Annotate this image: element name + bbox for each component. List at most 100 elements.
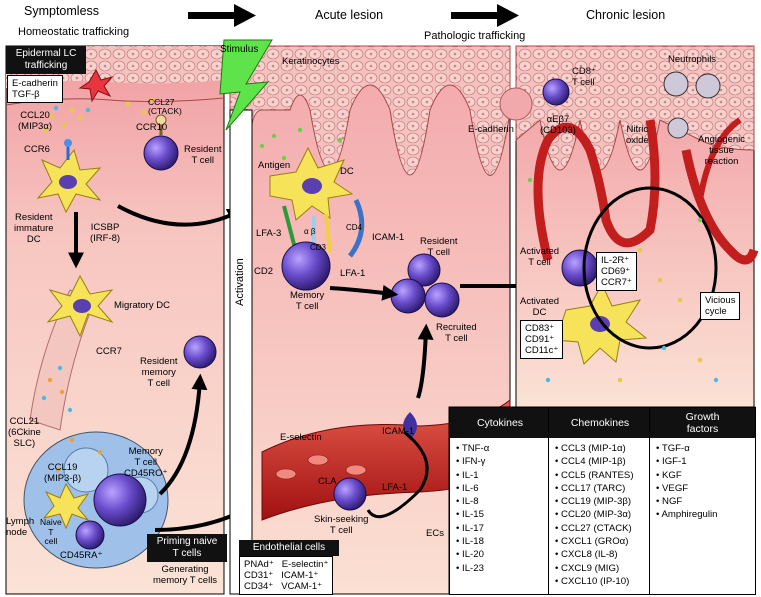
cla-label: CLA [318, 476, 337, 487]
skin-seeking-label: Skin-seeking T cell [314, 514, 369, 536]
cytokines-item: IL-8 [456, 495, 550, 508]
vicious-cycle-label: Vicious cycle [700, 292, 741, 320]
chemokines-title: Chemokines [549, 408, 651, 438]
ccr10-label: CCR10 [136, 122, 168, 133]
stage-arrow-2 [451, 4, 519, 27]
growth-item: TGF-α [656, 442, 755, 455]
angiogenic-label: Angiogenic tissue reaction [698, 134, 746, 167]
generating-memory-label: Generating memory T cells [153, 564, 218, 586]
ecs-label: ECs [426, 528, 444, 539]
e-cadherin-label: E-cadherin [468, 124, 514, 135]
cytokines-item: IL-20 [456, 548, 550, 561]
ae-b7-label: αEβ7 (CD103) [540, 114, 576, 136]
chemokines-table: Chemokines CCL3 (MIP-1α)CCL4 (MIP-1β)CCL… [548, 407, 652, 595]
cd4-label: CD4 [346, 223, 363, 232]
ccl20-label: CCL20 (MIP3α) [18, 110, 52, 132]
growth-item: Amphiregulin [656, 508, 755, 521]
endothelial-markers: PNAd⁺ E-selectin⁺ CD31⁺ ICAM-1⁺ CD34⁺ VC… [239, 556, 334, 595]
lymph-node-label: Lymph node [6, 516, 35, 538]
activated-dc-label: Activated DC [520, 296, 560, 318]
chemokines-item: CCL27 (CTACK) [555, 522, 651, 535]
ab-label: α β [304, 227, 316, 236]
chemokines-item: CCL5 (RANTES) [555, 469, 651, 482]
cytokines-item: IL-15 [456, 508, 550, 521]
growth-item: NGF [656, 495, 755, 508]
left-panel [5, 45, 274, 595]
cytokines-item: IL-6 [456, 482, 550, 495]
subheader-homeostatic: Homeostatic trafficking [18, 26, 130, 38]
lfa1-vessel-label: LFA-1 [382, 482, 408, 493]
cd45ra-label: CD45RA⁺ [60, 550, 103, 561]
chemokines-item: CCL20 (MIP-3α) [555, 508, 651, 521]
chemokines-item: CCL17 (TARC) [555, 482, 651, 495]
cytokines-list: TNF-αIFN-γIL-1IL-6IL-8IL-15IL-17IL-18IL-… [450, 442, 550, 575]
ecadherin-tgfb-box: E-cadherin TGF-β [7, 75, 63, 103]
cytokines-item: IL-17 [456, 522, 550, 535]
resident-immature-dc-label: Resident immature DC [14, 212, 54, 245]
icam1-label: ICAM-1 [372, 232, 405, 243]
stage-arrow-1 [188, 4, 256, 27]
neutrophils-label: Neutrophils [668, 54, 717, 65]
epidermal-lc-box: Epidermal LC trafficking [6, 46, 86, 74]
antigen-label: Antigen [258, 160, 291, 171]
naive-t-label: Naive T cell [40, 517, 62, 546]
chemokines-item: CXCL10 (IP-10) [555, 575, 651, 588]
icam1-vessel-label: ICAM-1 [382, 426, 415, 437]
activated-t-markers: IL-2R⁺ CD69⁺ CCR7⁺ [596, 252, 637, 291]
icsbp-label: ICSBP (IRF-8) [90, 222, 121, 244]
subheader-pathologic: Pathologic trafficking [424, 30, 526, 42]
memory-t-label: Memory T cell CD45RO⁺ [124, 446, 168, 479]
migratory-dc-label: Migratory DC [114, 300, 170, 311]
stimulus-bolt [219, 39, 273, 131]
chemokines-item: CXCL1 (GROα) [555, 535, 651, 548]
activation-label: Activation [234, 258, 246, 306]
middle-panel [229, 45, 549, 595]
cytokines-item: IL-18 [456, 535, 550, 548]
cytokines-item: TNF-α [456, 442, 550, 455]
dc-label: DC [340, 166, 354, 177]
stage-chronic: Chronic lesion [586, 8, 666, 22]
chemokines-item: CCL3 (MIP-1α) [555, 442, 651, 455]
nitric-oxide-label: Nitric oxide [626, 124, 649, 146]
ccl21-label: CCL21 (6Ckine SLC) [8, 416, 41, 449]
stage-symptomless: Symptomless [24, 4, 100, 18]
cytokines-title: Cytokines [450, 408, 550, 438]
chemokines-list: CCL3 (MIP-1α)CCL4 (MIP-1β)CCL5 (RANTES)C… [549, 442, 651, 588]
resident-memory-label: Resident memory T cell [140, 356, 178, 389]
cd2-label: CD2 [254, 266, 274, 277]
lfa1-label: LFA-1 [340, 268, 366, 279]
stimulus-label: Stimulus [220, 44, 259, 55]
memory-t-mid-label: Memory T cell [290, 290, 325, 312]
cd3-label: CD3 [310, 243, 327, 252]
growth-item: KGF [656, 469, 755, 482]
ccl27-label: CCL27 (CTACK) [148, 97, 182, 116]
resident-t-label: Resident T cell [184, 144, 222, 166]
chemokines-item: CCL4 (MIP-1β) [555, 455, 651, 468]
e-selectin-label: E-selectin [280, 432, 322, 443]
chemokines-item: CXCL8 (IL-8) [555, 548, 651, 561]
growth-factors-table: Growth factors TGF-αIGF-1KGFVEGFNGFAmphi… [649, 407, 756, 595]
activated-dc-markers: CD83⁺ CD91⁺ CD11c⁺ [520, 320, 564, 359]
chemokines-item: CCL19 (MIP-3β) [555, 495, 651, 508]
cytokines-table: Cytokines TNF-αIFN-γIL-1IL-6IL-8IL-15IL-… [449, 407, 551, 595]
ccr6-label: CCR6 [24, 144, 50, 155]
growth-factors-title: Growth factors [650, 408, 755, 438]
recruited-t-label: Recruited T cell [436, 322, 477, 344]
cytokines-item: IL-23 [456, 562, 550, 575]
growth-factors-list: TGF-αIGF-1KGFVEGFNGFAmphiregulin [650, 442, 755, 522]
cytokines-item: IFN-γ [456, 455, 550, 468]
ccl19-label: CCL19 (MIP3-β) [44, 462, 82, 484]
cytokines-item: IL-1 [456, 469, 550, 482]
endothelial-box: Endothelial cells [239, 540, 339, 556]
keratinocytes-label: Keratinocytes [282, 56, 340, 67]
right-panel [499, 45, 759, 409]
resident-t-mid-label: Resident T cell [420, 236, 458, 258]
ccr7-label: CCR7 [96, 346, 122, 357]
activated-t-label: Activated T cell [520, 246, 560, 268]
stage-acute: Acute lesion [315, 8, 384, 22]
priming-naive-box: Priming naive T cells [147, 534, 227, 562]
growth-item: IGF-1 [656, 455, 755, 468]
chemokines-item: CXCL9 (MIG) [555, 562, 651, 575]
